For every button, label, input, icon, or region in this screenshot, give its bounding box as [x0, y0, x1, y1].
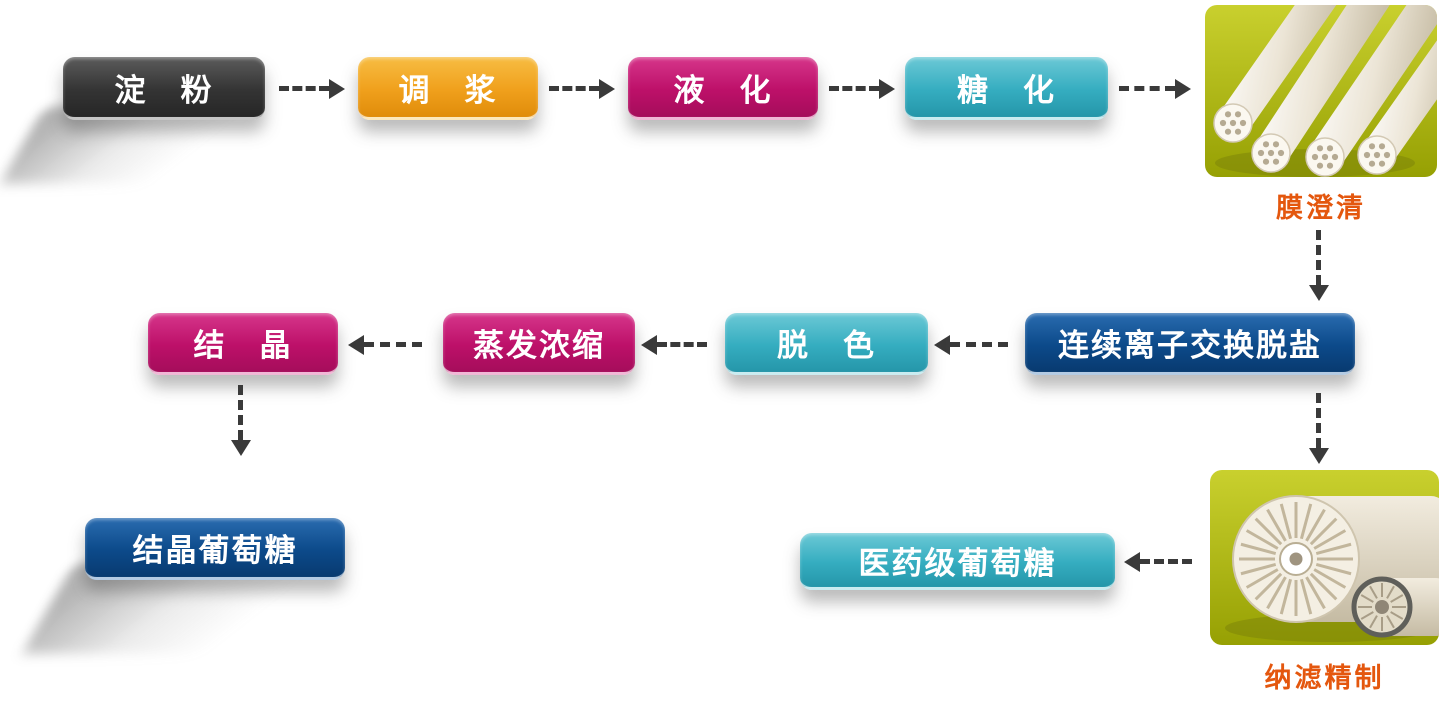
arrow-saccharification-to-membrane — [1119, 79, 1191, 99]
arrow-crystallization-to-crystalline-glucose — [231, 385, 251, 456]
caption-membrane-clarification: 膜澄清 — [1276, 193, 1366, 224]
node-crystallization-label: 结 晶 — [193, 328, 293, 364]
arrow-slurry-to-liquefaction — [549, 79, 615, 99]
node-evaporation-label: 蒸发浓缩 — [473, 328, 605, 364]
node-liquefaction-label: 液 化 — [673, 72, 773, 109]
node-slurry-label: 调 浆 — [398, 72, 498, 109]
arrow-liquefaction-to-saccharification — [829, 79, 895, 99]
node-ion-exchange: 连续离子交换脱盐 — [1025, 313, 1355, 375]
node-decolorization-label: 脱 色 — [777, 328, 876, 364]
node-starch-label: 淀 粉 — [114, 72, 214, 109]
ceramic-membrane-photo — [1205, 5, 1437, 177]
node-pharma-glucose: 医药级葡萄糖 — [800, 533, 1115, 590]
node-liquefaction: 液 化 — [628, 57, 818, 120]
node-ion-exchange-label: 连续离子交换脱盐 — [1058, 328, 1322, 364]
arrow-starch-to-slurry — [279, 79, 345, 99]
node-evaporation: 蒸发浓缩 — [443, 313, 635, 375]
node-saccharification-label: 糖 化 — [957, 72, 1056, 109]
arrow-ion-exchange-to-decolorization — [934, 335, 1008, 355]
spiral-membrane-photo — [1210, 470, 1439, 645]
node-crystalline-glucose: 结晶葡萄糖 — [85, 518, 345, 580]
arrow-membrane-to-ion-exchange — [1309, 230, 1329, 301]
node-saccharification: 糖 化 — [905, 57, 1108, 120]
arrow-ion-exchange-to-nanofiltration — [1309, 393, 1329, 464]
arrow-nanofiltration-to-pharma-glucose — [1124, 552, 1192, 572]
node-slurry: 调 浆 — [358, 57, 538, 120]
caption-nanofiltration: 纳滤精制 — [1264, 663, 1385, 694]
node-crystalline-glucose-label: 结晶葡萄糖 — [132, 533, 298, 569]
node-crystallization: 结 晶 — [148, 313, 338, 375]
arrow-evaporation-to-crystallization — [348, 335, 422, 355]
node-decolorization: 脱 色 — [725, 313, 928, 375]
node-pharma-glucose-label: 医药级葡萄糖 — [858, 545, 1057, 582]
node-starch: 淀 粉 — [63, 57, 265, 120]
arrow-decolorization-to-evaporation — [641, 335, 707, 355]
